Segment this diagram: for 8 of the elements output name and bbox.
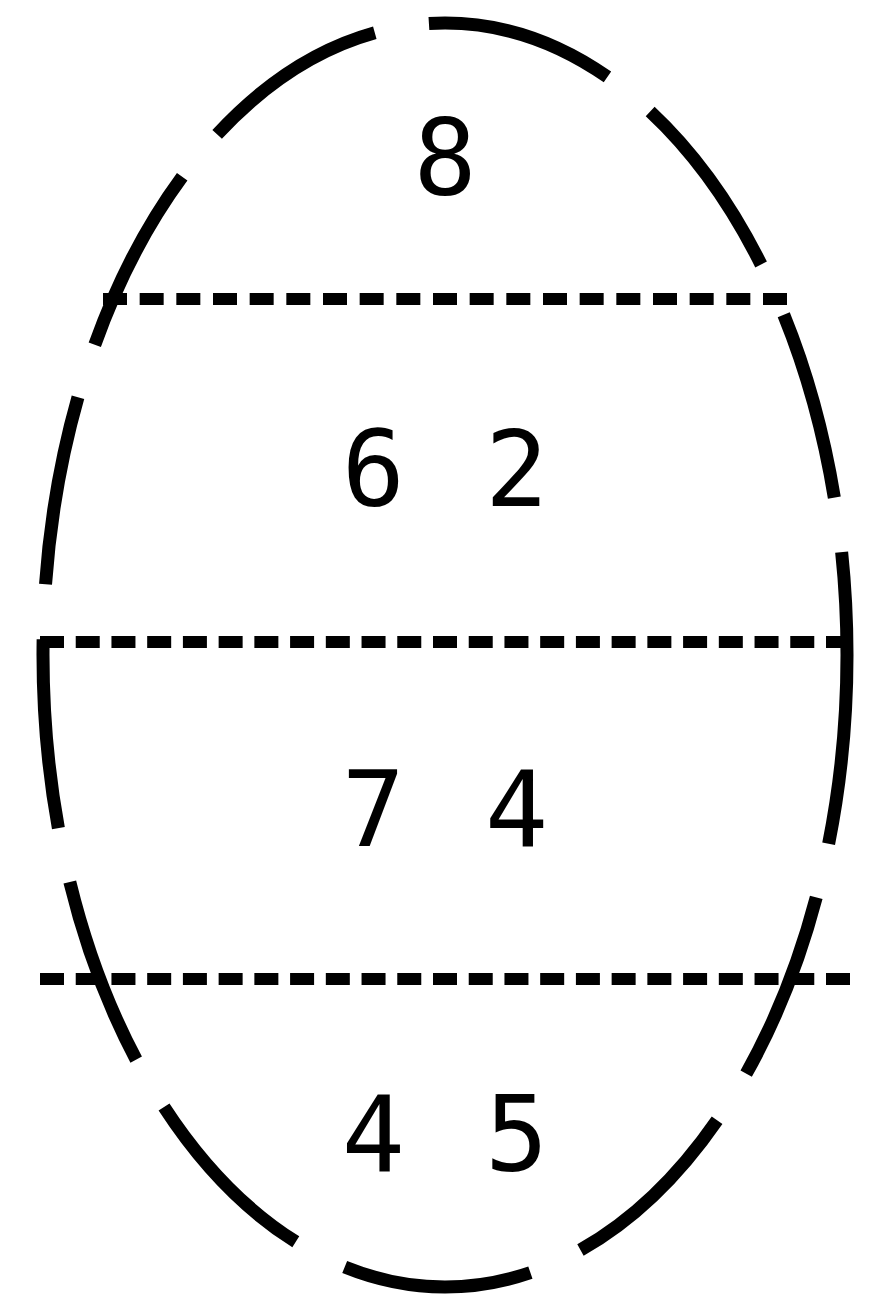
region-number: 2 [485,418,549,523]
region-number: 7 [341,758,405,863]
region-number: 4 [341,1082,405,1188]
region-number: 4 [485,758,549,863]
region-number: 5 [485,1082,549,1188]
dashed-ellipse [35,15,855,1295]
region-number: 6 [341,418,405,523]
region-number: 8 [413,106,477,212]
